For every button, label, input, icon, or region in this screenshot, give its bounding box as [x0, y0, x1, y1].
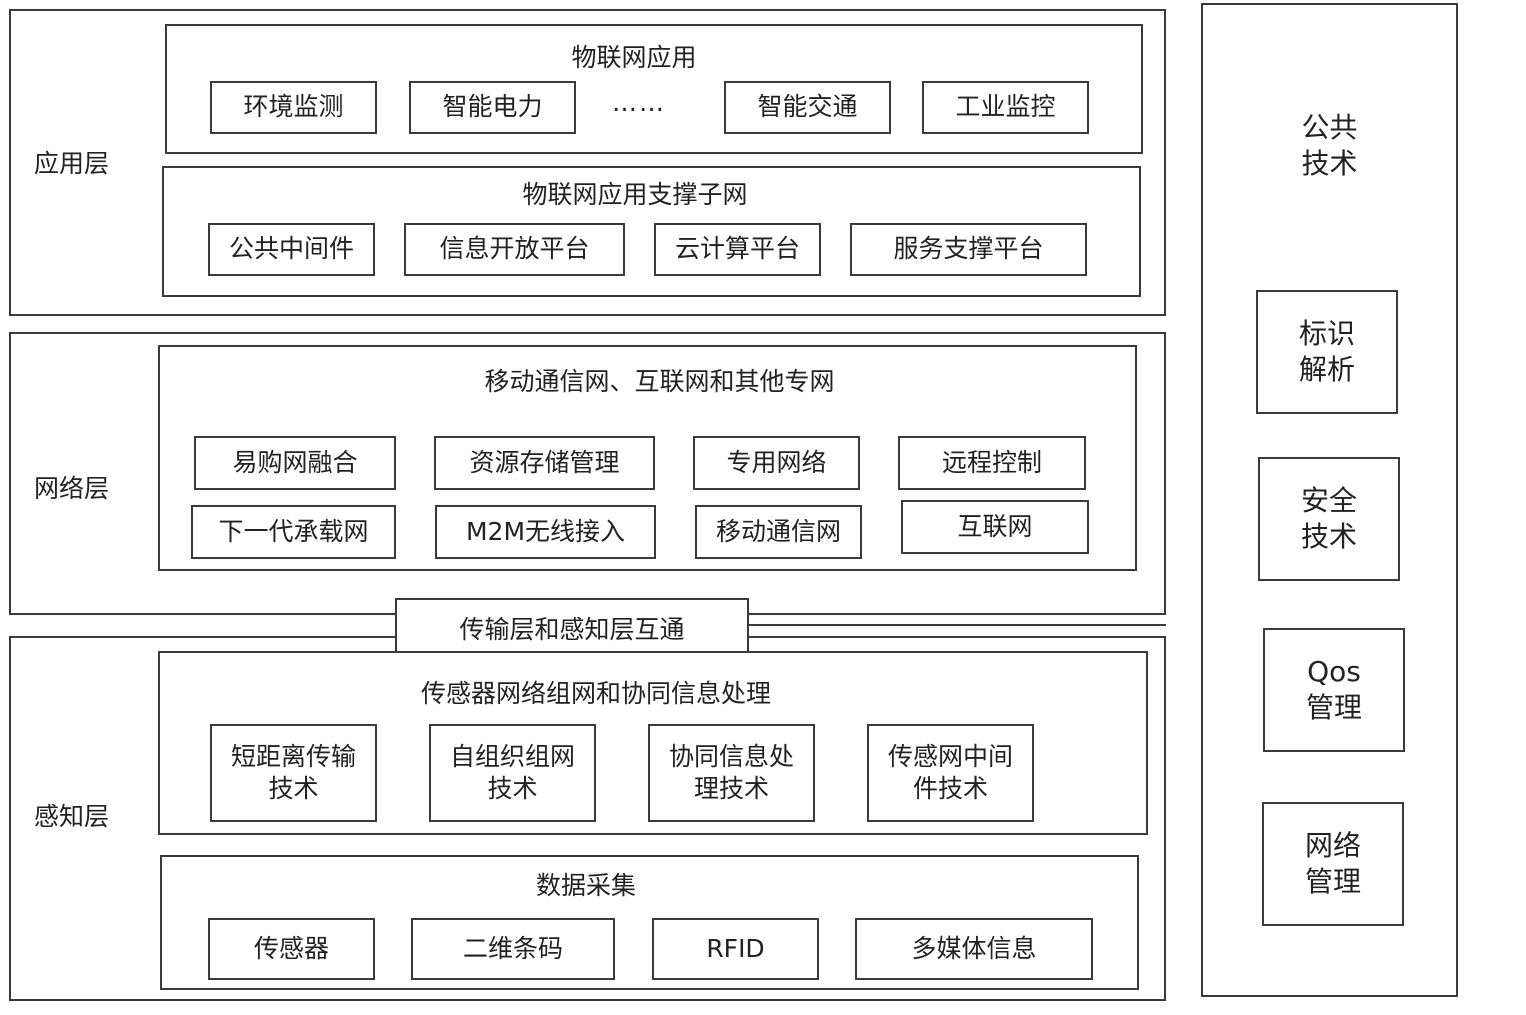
app-item-smart-power: 智能电力	[409, 81, 576, 134]
network-item-remote-control: 远程控制	[898, 436, 1086, 490]
support-item-middleware: 公共中间件	[208, 223, 375, 276]
collection-item-sensor: 传感器	[208, 918, 375, 980]
app-item-smart-traffic: 智能交通	[724, 81, 891, 134]
data-collection-title: 数据采集	[535, 871, 636, 900]
iot-applications-title: 物联网应用	[571, 43, 697, 72]
app-item-environment: 环境监测	[210, 81, 377, 134]
sensing-item-short-range: 短距离传输 技术	[210, 724, 377, 822]
perception-layer-label: 感知层	[34, 802, 110, 831]
network-item-resource-storage: 资源存储管理	[434, 436, 655, 490]
app-support-subnet-title: 物联网应用支撑子网	[522, 180, 748, 209]
bridge-connector-line-top	[748, 624, 1166, 626]
support-item-open-platform: 信息开放平台	[404, 223, 625, 276]
side-item-identification: 标识 解析	[1256, 290, 1398, 414]
side-item-qos: Qos 管理	[1263, 628, 1405, 752]
app-item-industrial-monitor: 工业监控	[922, 81, 1089, 134]
sensing-item-middleware: 传感网中间 件技术	[867, 724, 1034, 822]
support-item-service-platform: 服务支撑平台	[850, 223, 1087, 276]
sensing-item-collaborative: 协同信息处 理技术	[648, 724, 815, 822]
sensor-networking-title: 传感器网络组网和协同信息处理	[420, 679, 771, 708]
side-item-network-management: 网络 管理	[1262, 802, 1404, 926]
app-ellipsis: ……	[612, 88, 666, 117]
network-item-heterogeneous-fusion: 易购网融合	[194, 436, 396, 490]
network-group-title: 移动通信网、互联网和其他专网	[484, 367, 835, 396]
side-item-security: 安全 技术	[1258, 457, 1400, 581]
network-item-private-network: 专用网络	[693, 436, 860, 490]
sensing-item-self-organizing: 自组织组网 技术	[429, 724, 596, 822]
collection-item-rfid: RFID	[652, 918, 819, 980]
public-tech-title: 公共 技术	[1301, 111, 1358, 181]
network-item-mobile-network: 移动通信网	[695, 505, 862, 559]
network-item-internet: 互联网	[901, 500, 1089, 554]
application-layer-label: 应用层	[34, 149, 110, 178]
network-item-next-gen-bearer: 下一代承载网	[191, 505, 396, 559]
network-layer-label: 网络层	[34, 474, 110, 503]
collection-item-qr-code: 二维条码	[411, 918, 615, 980]
collection-item-multimedia: 多媒体信息	[855, 918, 1093, 980]
support-item-cloud-platform: 云计算平台	[654, 223, 821, 276]
network-item-m2m-wireless: M2M无线接入	[435, 505, 656, 559]
